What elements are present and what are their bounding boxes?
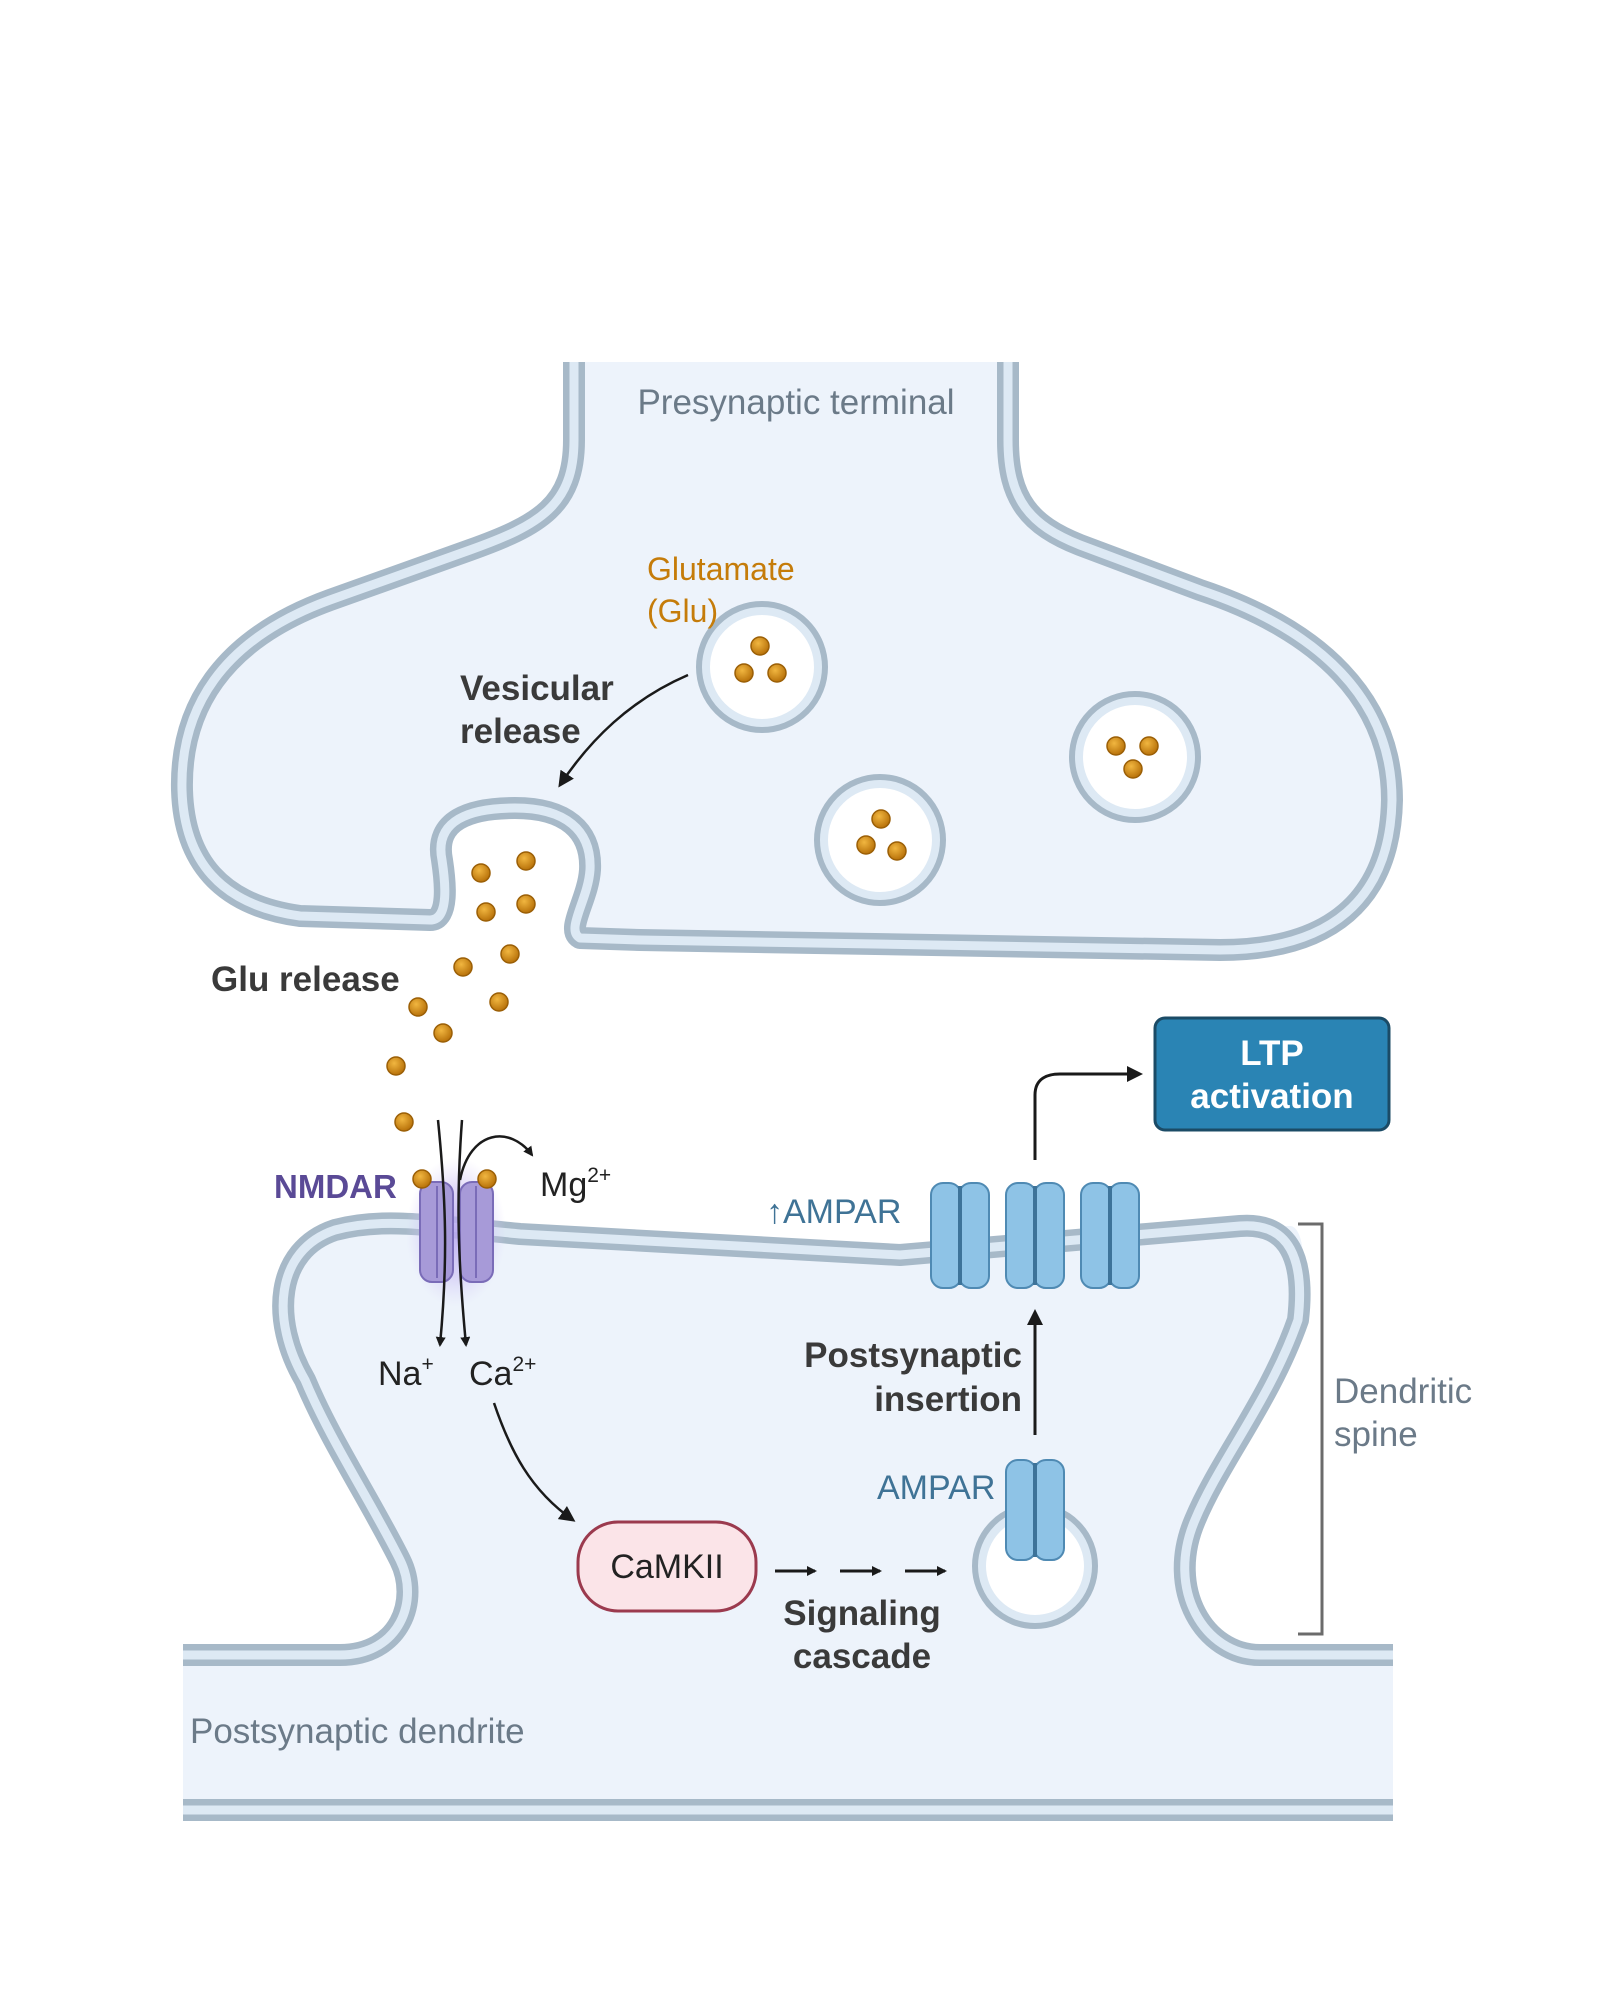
glu-release-label: Glu release	[211, 960, 400, 999]
glutamate-dot	[500, 944, 520, 964]
glutamate-dot	[750, 636, 770, 656]
vesicle-1	[696, 601, 828, 733]
glutamate-dot	[1139, 736, 1159, 756]
ltp-activation-box: LTP activation	[1153, 1016, 1391, 1132]
glutamate-dot	[412, 1169, 432, 1189]
ion-flow-arrows	[435, 1119, 534, 1347]
nmdar-channel	[406, 1157, 506, 1307]
ampar-label: AMPAR	[877, 1469, 995, 1507]
glutamate-dot	[871, 809, 891, 829]
ampar-vesicle	[972, 1459, 1098, 1629]
glutamate-dot	[516, 894, 536, 914]
mg-sup: 2+	[587, 1164, 611, 1187]
glutamate-dot	[433, 1023, 453, 1043]
postsynaptic-cell	[183, 1212, 1393, 1821]
dendritic-spine-line2: spine	[1334, 1415, 1418, 1454]
ca-base: Ca	[469, 1355, 513, 1393]
ca-label: Ca2+	[469, 1353, 536, 1393]
vesicular-release-label-line2: release	[460, 712, 581, 751]
signaling-cascade-line1: Signaling	[783, 1594, 941, 1633]
glutamate-dot	[734, 663, 754, 683]
dendritic-spine-line1: Dendritic	[1334, 1372, 1472, 1411]
vesicle-3	[1069, 691, 1201, 823]
mg-label: Mg2+	[540, 1164, 611, 1204]
postsynaptic-dendrite-label: Postsynaptic dendrite	[190, 1712, 525, 1751]
vesicular-release-arrow	[558, 673, 689, 788]
glutamate-dot	[476, 902, 496, 922]
glutamate-dot	[1106, 736, 1126, 756]
glutamate-dot	[386, 1056, 406, 1076]
ltp-label-line2: activation	[1190, 1077, 1353, 1116]
up-ampar-label: ↑AMPAR	[766, 1193, 901, 1231]
released-glutamate	[386, 851, 536, 1132]
ampar-channel	[1080, 1182, 1140, 1289]
camkii-label: CaMKII	[610, 1548, 723, 1586]
ca-sup: 2+	[512, 1353, 536, 1376]
glutamate-dot	[477, 1169, 497, 1189]
na-sup: +	[421, 1353, 433, 1376]
glutamate-dot	[394, 1112, 414, 1132]
presynaptic-terminal-label: Presynaptic terminal	[637, 383, 954, 422]
nmdar-label: NMDAR	[274, 1168, 397, 1205]
glutamate-dot	[767, 663, 787, 683]
glutamate-dot	[453, 957, 473, 977]
glutamate-dot	[408, 997, 428, 1017]
mg-base: Mg	[540, 1166, 587, 1204]
ltp-arrow	[1033, 1066, 1143, 1160]
postsynaptic-insertion-line2: insertion	[874, 1380, 1022, 1419]
spine-bracket	[1298, 1222, 1324, 1636]
vesicular-release-label-line1: Vesicular	[460, 669, 614, 708]
glutamate-dot	[1123, 759, 1143, 779]
glutamate-dot	[489, 992, 509, 1012]
ltp-label-line1: LTP	[1240, 1034, 1304, 1073]
vesicle-2	[814, 774, 946, 906]
ampar-channel	[1005, 1182, 1065, 1289]
spine-membrane	[183, 1223, 1393, 1818]
postsynaptic-insertion-line1: Postsynaptic	[804, 1336, 1022, 1375]
glutamate-dot	[471, 863, 491, 883]
glutamate-dot	[887, 841, 907, 861]
signaling-cascade-line2: cascade	[793, 1637, 931, 1676]
glutamate-label-line2: (Glu)	[647, 593, 718, 629]
camkii-box: CaMKII	[576, 1520, 758, 1613]
glutamate-dot	[856, 835, 876, 855]
camkii-arrow	[492, 1402, 576, 1522]
ampar-cluster	[930, 1182, 1140, 1289]
ampar-channel	[930, 1182, 990, 1289]
glutamate-label-line1: Glutamate	[647, 551, 795, 587]
na-label: Na+	[378, 1353, 434, 1393]
na-base: Na	[378, 1355, 422, 1393]
glutamate-dot	[516, 851, 536, 871]
